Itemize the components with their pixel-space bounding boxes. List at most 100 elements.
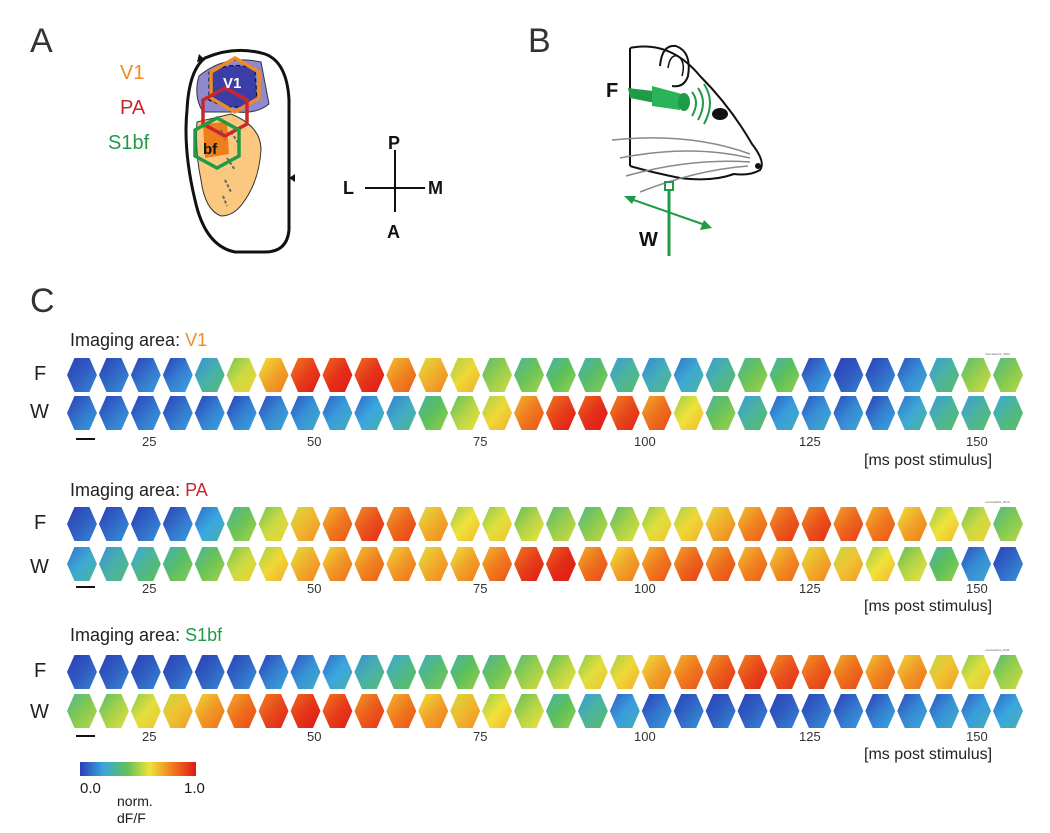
frame-hexagon (673, 547, 704, 581)
frame-hexagon (641, 694, 672, 728)
tick-75: 75 (473, 434, 488, 449)
frame-hexagon (98, 507, 129, 541)
frame-hexagon (609, 547, 640, 581)
frame-hexagon (290, 396, 321, 430)
frame-hexagon (194, 358, 225, 392)
scale-bar (76, 586, 95, 588)
axis-unit-label: [ms post stimulus] (864, 598, 993, 615)
frame-hexagon (865, 507, 896, 541)
frame-hexagon (130, 547, 161, 581)
frames-w-pa (67, 547, 1023, 581)
frame-hexagon (769, 547, 800, 581)
frame-hexagon (514, 694, 544, 728)
compass-p: P (388, 133, 401, 153)
frame-hexagon (705, 694, 736, 728)
frame-hexagon (418, 655, 449, 689)
frame-hexagon (673, 655, 704, 689)
tick-150: 150 (966, 581, 988, 596)
frame-hexagon (705, 358, 736, 392)
frame-hexagon (961, 655, 992, 689)
frame-hexagon (929, 396, 960, 430)
frames-w-v1 (67, 396, 1023, 430)
colorbar-max-label: 1.0 (184, 780, 205, 797)
compass-l: L (343, 178, 354, 198)
frame-hexagon (290, 655, 321, 689)
frame-hexagon (961, 358, 992, 392)
frame-hexagon (514, 547, 544, 581)
flash-label: F (606, 80, 619, 102)
frame-hexagon (993, 396, 1023, 430)
rat-eye (712, 108, 728, 120)
frame-hexagon (290, 358, 321, 392)
frame-hexagon (514, 396, 544, 430)
tick-100: 100 (634, 729, 656, 744)
frame-hexagon (67, 507, 97, 541)
frame-hexagon (354, 396, 385, 430)
frame-hexagon (290, 507, 321, 541)
frame-hexagon (769, 396, 800, 430)
frames-f-s1bf (67, 655, 1023, 689)
frame-hexagon (993, 547, 1023, 581)
frame-hexagon (450, 655, 481, 689)
frame-hexagon (482, 396, 513, 430)
tick-25: 25 (142, 434, 157, 449)
orientation-compass (365, 150, 425, 212)
compass-m: M (428, 178, 443, 198)
tick-100: 100 (634, 434, 656, 449)
whisker-label: W (639, 229, 658, 251)
frame-hexagon (98, 358, 129, 392)
imaging-area-name: PA (185, 480, 208, 500)
frame-hexagon (67, 694, 97, 728)
frame-hexagon (386, 655, 417, 689)
legend-v1: V1 (120, 62, 145, 84)
frame-hexagon (833, 507, 864, 541)
scale-bar (76, 438, 95, 440)
frame-hexagon (130, 396, 161, 430)
frame-hexagon (482, 358, 513, 392)
tick-25: 25 (142, 581, 157, 596)
frame-hexagon (961, 507, 992, 541)
tick-125: 125 (799, 729, 821, 744)
frame-hexagon (769, 358, 800, 392)
frame-hexagon (322, 547, 353, 581)
frame-hexagon (450, 396, 481, 430)
frame-hexagon (514, 655, 544, 689)
frame-hexagon (929, 547, 960, 581)
frame-hexagon (386, 396, 417, 430)
frame-hexagon (450, 507, 481, 541)
frame-hexagon (546, 358, 576, 392)
frame-hexagon (162, 655, 193, 689)
frame-hexagon (258, 694, 289, 728)
frame-hexagon (705, 507, 736, 541)
frame-hexagon (737, 694, 768, 728)
frame-hexagon (514, 358, 544, 392)
row-label-f: F (34, 363, 47, 385)
frame-hexagon (386, 358, 417, 392)
imaging-area-title-pa: Imaging area: PA (70, 480, 208, 501)
frame-hexagon (961, 396, 992, 430)
row-label-f: F (34, 512, 47, 534)
frame-hexagon (258, 547, 289, 581)
frame-hexagon (514, 507, 544, 541)
frame-hexagon (673, 694, 704, 728)
frame-hexagon (897, 507, 928, 541)
frames-f-v1 (67, 358, 1023, 392)
frame-hexagon (865, 547, 896, 581)
frame-hexagon (354, 358, 385, 392)
tick-25: 25 (142, 729, 157, 744)
frame-hexagon (546, 396, 576, 430)
v1-map-label: V1 (223, 75, 241, 92)
panel-letter-a: A (30, 22, 53, 60)
frame-hexagon (769, 655, 800, 689)
frame-hexagon (609, 396, 640, 430)
frame-hexagon (98, 547, 129, 581)
frame-hexagon (577, 694, 608, 728)
frame-hexagon (418, 358, 449, 392)
frame-hexagon (482, 507, 513, 541)
frame-hexagon (130, 694, 161, 728)
frame-hexagon (354, 694, 385, 728)
file-stamp: Vsd-data/V1_0029 (985, 352, 1010, 356)
frame-hexagon (801, 655, 832, 689)
frame-hexagon (258, 655, 289, 689)
frame-hexagon (897, 358, 928, 392)
